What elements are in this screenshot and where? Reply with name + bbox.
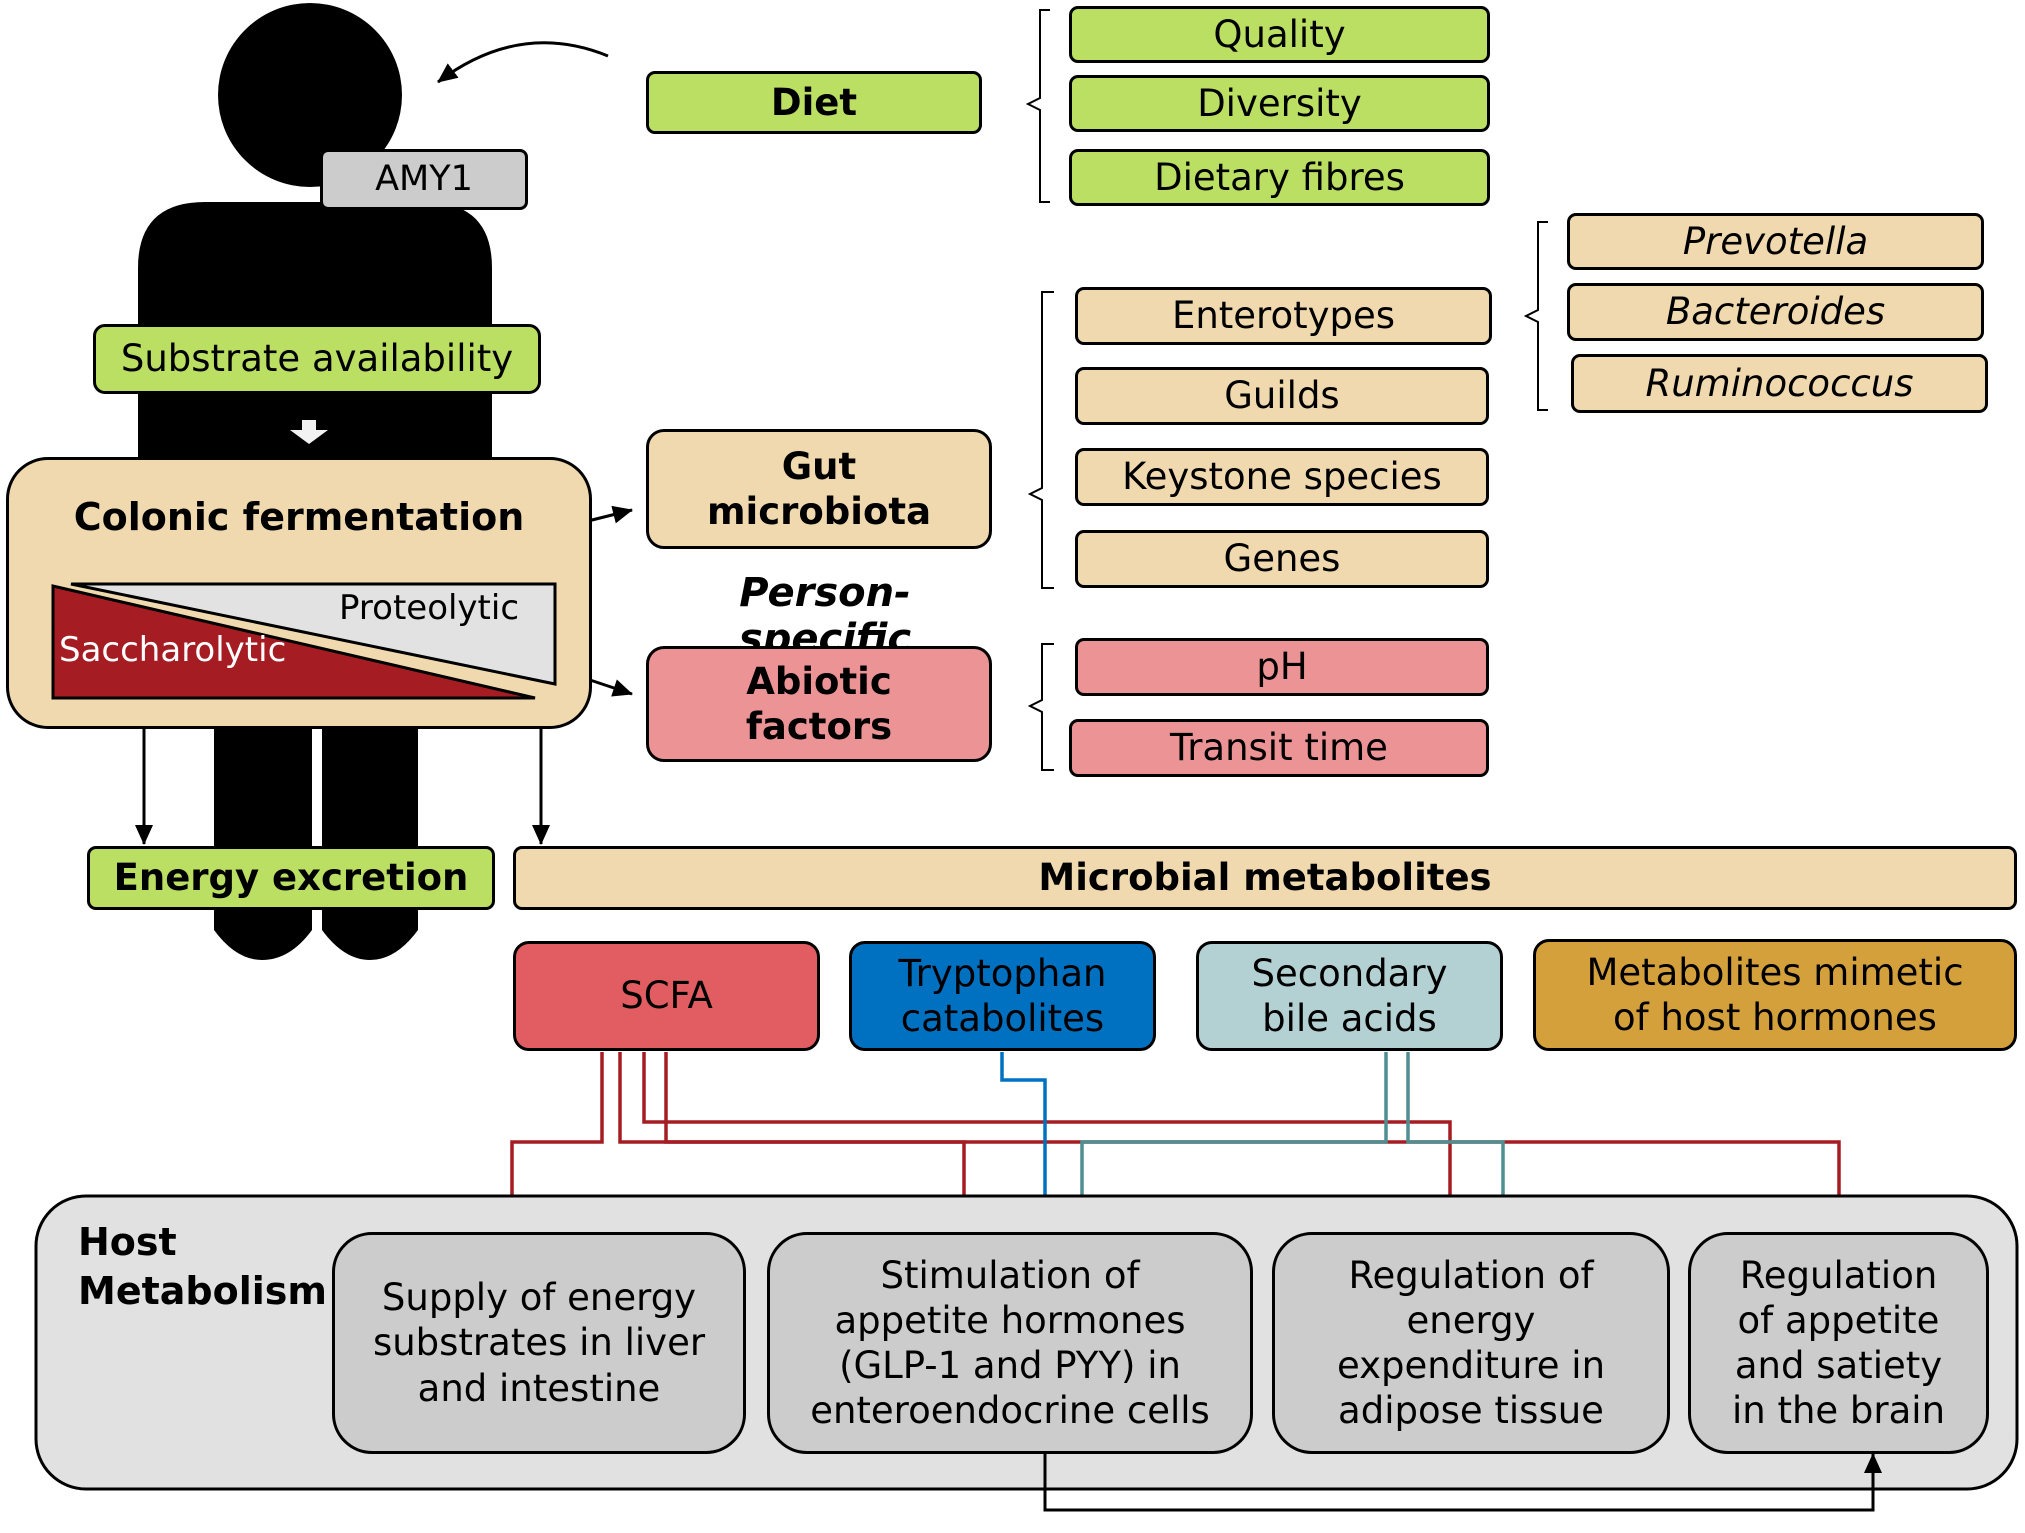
effect-line: adipose tissue <box>1338 1389 1604 1433</box>
energy-excretion-label: Energy excretion <box>113 856 469 900</box>
effect-line: Stimulation of <box>880 1253 1140 1297</box>
abiotic-label-line2: factors <box>745 705 893 748</box>
proteolytic-wedge <box>70 582 557 686</box>
abiotic-factors-box: Abiotic factors <box>646 646 992 762</box>
metabolite-label: catabolites <box>900 997 1105 1040</box>
microbiota-item-genes: Genes <box>1075 530 1489 588</box>
metabolite-label: Metabolites mimetic <box>1586 950 1964 994</box>
diet-item-dietary-fibres: Dietary fibres <box>1069 149 1490 206</box>
microbial-metabolites-label: Microbial metabolites <box>1038 856 1492 900</box>
bile-connectors <box>1073 1052 1512 1229</box>
host-metabolism-title: Host Metabolism <box>78 1218 327 1317</box>
diet-item-diversity: Diversity <box>1069 75 1490 132</box>
microbiota-item-label: Enterotypes <box>1171 294 1396 338</box>
scfa-to-energy-line <box>642 1052 1459 1229</box>
effect-energy-expenditure: Regulation of energy expenditure in adip… <box>1272 1232 1670 1454</box>
metabolite-label: of host hormones <box>1613 996 1937 1039</box>
abiotic-bracket <box>1027 643 1054 771</box>
fermentation-gradient <box>51 582 557 700</box>
proteolytic-label: Proteolytic <box>339 588 520 628</box>
diet-item-label: Diversity <box>1197 81 1362 125</box>
genus-label: Prevotella <box>1682 219 1869 263</box>
effect-appetite-hormones: Stimulation of appetite hormones (GLP-1 … <box>767 1232 1253 1454</box>
gut-microbiota-label-line1: Gut <box>781 444 857 488</box>
abiotic-label-line1: Abiotic <box>746 659 892 703</box>
diet-item-label: Dietary fibres <box>1154 155 1405 199</box>
bile-to-energy-line <box>1406 1052 1512 1229</box>
effect-line: in the brain <box>1731 1389 1946 1433</box>
stimulation-to-brain-line <box>1043 1453 1882 1512</box>
person-head <box>218 3 402 187</box>
effect-line: appetite hormones <box>834 1298 1186 1342</box>
effect-energy-substrates: Supply of energy substrates in liver and… <box>332 1232 746 1454</box>
genus-ruminococcus: Ruminococcus <box>1571 354 1988 413</box>
effect-line: (GLP-1 and PYY) in <box>839 1344 1181 1387</box>
substrate-availability-label: Substrate availability <box>120 337 514 381</box>
effect-line: energy <box>1406 1298 1536 1342</box>
effect-line: enteroendocrine cells <box>810 1389 1210 1433</box>
tryptophan-to-stimulation-line <box>1000 1052 1054 1229</box>
substrate-availability-box: Substrate availability <box>93 324 541 394</box>
amy1-label: AMY1 <box>375 159 473 200</box>
effect-line: Regulation <box>1739 1253 1938 1297</box>
metabolite-label: Tryptophan <box>898 951 1107 995</box>
colonic-fermentation-box: Colonic fermentation Proteolytic Sacchar… <box>6 457 592 729</box>
person-left-leg <box>214 720 312 960</box>
diet-item-label: Quality <box>1213 12 1346 56</box>
diet-to-person-arrow <box>437 41 609 84</box>
metabolite-label: bile acids <box>1262 997 1437 1040</box>
metabolite-label: Secondary <box>1251 951 1448 995</box>
effect-line: substrates in liver <box>372 1321 706 1365</box>
diet-label: Diet <box>770 80 858 124</box>
amy1-gene-box: AMY1 <box>320 149 528 210</box>
host-title-line2: Metabolism <box>78 1269 327 1314</box>
colonic-fermentation-title: Colonic fermentation <box>73 495 525 539</box>
microbiota-bracket <box>1027 291 1054 589</box>
genus-label: Bacteroides <box>1665 290 1886 334</box>
genus-bacteroides: Bacteroides <box>1567 283 1984 341</box>
abiotic-item-label: Transit time <box>1170 726 1388 770</box>
abiotic-item-label: pH <box>1256 645 1308 689</box>
substrate-down-arrow <box>290 420 328 444</box>
diet-box: Diet <box>646 71 982 134</box>
effect-line: of appetite <box>1737 1298 1940 1342</box>
saccharolytic-wedge <box>51 584 536 700</box>
microbiota-item-label: Genes <box>1223 537 1341 581</box>
energy-excretion-box: Energy excretion <box>87 846 495 910</box>
effect-appetite-satiety-brain: Regulation of appetite and satiety in th… <box>1688 1232 1989 1454</box>
microbiota-item-guilds: Guilds <box>1075 367 1489 425</box>
metabolite-scfa: SCFA <box>513 941 820 1051</box>
gut-microbiota-box: Gut microbiota <box>646 429 992 549</box>
effect-line: Supply of energy <box>381 1276 697 1320</box>
metabolite-tryptophan-catabolites: Tryptophan catabolites <box>849 941 1156 1051</box>
microbiota-item-keystone-species: Keystone species <box>1075 448 1489 506</box>
person-right-leg <box>322 720 418 960</box>
scfa-to-supply-line <box>503 1052 604 1229</box>
metabolite-label: SCFA <box>620 974 713 1018</box>
diet-item-quality: Quality <box>1069 6 1490 63</box>
effect-line: and intestine <box>417 1366 661 1410</box>
gut-microbiota-label-line2: microbiota <box>706 490 932 533</box>
microbiota-item-enterotypes: Enterotypes <box>1075 287 1492 345</box>
effect-line: and satiety <box>1734 1344 1943 1387</box>
microbiota-item-label: Keystone species <box>1122 455 1442 499</box>
microbial-metabolites-box: Microbial metabolites <box>513 846 2017 910</box>
effect-line: expenditure in <box>1336 1344 1606 1387</box>
saccharolytic-label: Saccharolytic <box>59 630 287 670</box>
microbiota-item-label: Guilds <box>1224 374 1340 418</box>
genus-prevotella: Prevotella <box>1567 213 1984 270</box>
host-title-line1: Host <box>78 1220 177 1264</box>
abiotic-item-ph: pH <box>1075 638 1489 696</box>
abiotic-item-transit-time: Transit time <box>1069 719 1489 777</box>
metabolite-secondary-bile-acids: Secondary bile acids <box>1196 941 1503 1051</box>
diet-bracket <box>1025 9 1050 203</box>
metabolite-hormone-mimetics: Metabolites mimetic of host hormones <box>1533 939 2017 1051</box>
genus-label: Ruminococcus <box>1645 361 1914 405</box>
effect-line: Regulation of <box>1348 1253 1594 1297</box>
bile-to-stimulation-line <box>1073 1052 1388 1229</box>
genera-bracket <box>1523 221 1548 411</box>
